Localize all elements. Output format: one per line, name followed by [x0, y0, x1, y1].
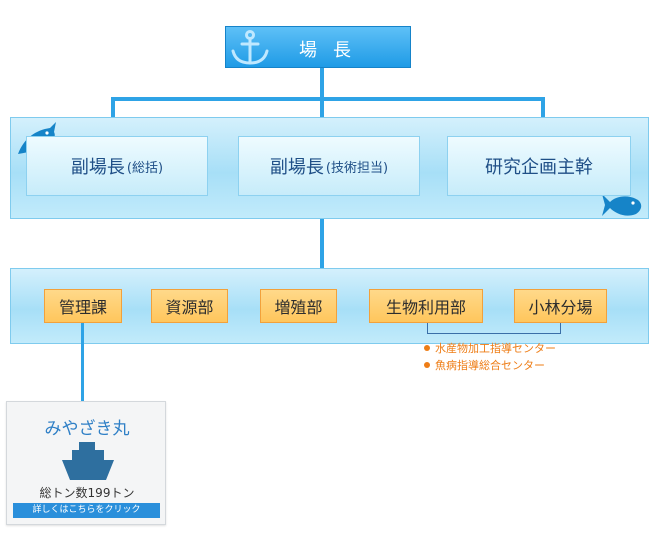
deputy-title: 副場長 — [269, 157, 324, 178]
deputy-title: 副場長 — [70, 157, 125, 178]
deputy-technical: 副場長 (技術担当) — [238, 136, 420, 196]
fish-icon — [602, 194, 642, 216]
dept-resources[interactable]: 資源部 — [151, 289, 228, 323]
dept-administration[interactable]: 管理課 — [44, 289, 122, 323]
connector-band-trunk — [320, 219, 324, 268]
connector-ship — [81, 323, 84, 403]
sub-center-processing[interactable]: 水産物加工指導センター — [424, 340, 556, 356]
bullet-icon — [424, 345, 430, 351]
dept-aquaculture[interactable]: 増殖部 — [260, 289, 337, 323]
ship-tonnage: 総トン数199トン — [39, 486, 135, 500]
dept-bio-utilization[interactable]: 生物利用部 — [369, 289, 483, 323]
bracket-right — [560, 323, 561, 334]
bullet-icon — [424, 362, 430, 368]
director-box: 場長 — [225, 26, 411, 68]
deputy-title: 研究企画主幹 — [485, 157, 593, 178]
research-planning-chief: 研究企画主幹 — [447, 136, 631, 196]
deputy-note: (技術担当) — [325, 160, 389, 176]
connector-director-trunk — [320, 68, 324, 100]
bracket-left — [427, 323, 428, 334]
ship-icon — [62, 442, 114, 480]
dept-kobayashi-branch[interactable]: 小林分場 — [514, 289, 607, 323]
director-label: 場長 — [299, 40, 367, 61]
deputy-general: 副場長 (総括) — [26, 136, 208, 196]
bracket-bottom — [427, 333, 561, 334]
anchor-icon — [231, 30, 269, 65]
ship-card[interactable]: みやざき丸 総トン数199トン 詳しくはこちらをクリック — [6, 401, 166, 525]
connector-deputy-bar — [111, 97, 545, 101]
sub-center-fish-disease[interactable]: 魚病指導総合センター — [424, 357, 545, 373]
ship-title: みやざき丸 — [44, 419, 130, 439]
deputy-note: (総括) — [126, 160, 164, 176]
ship-details-link[interactable]: 詳しくはこちらをクリック — [13, 503, 160, 518]
